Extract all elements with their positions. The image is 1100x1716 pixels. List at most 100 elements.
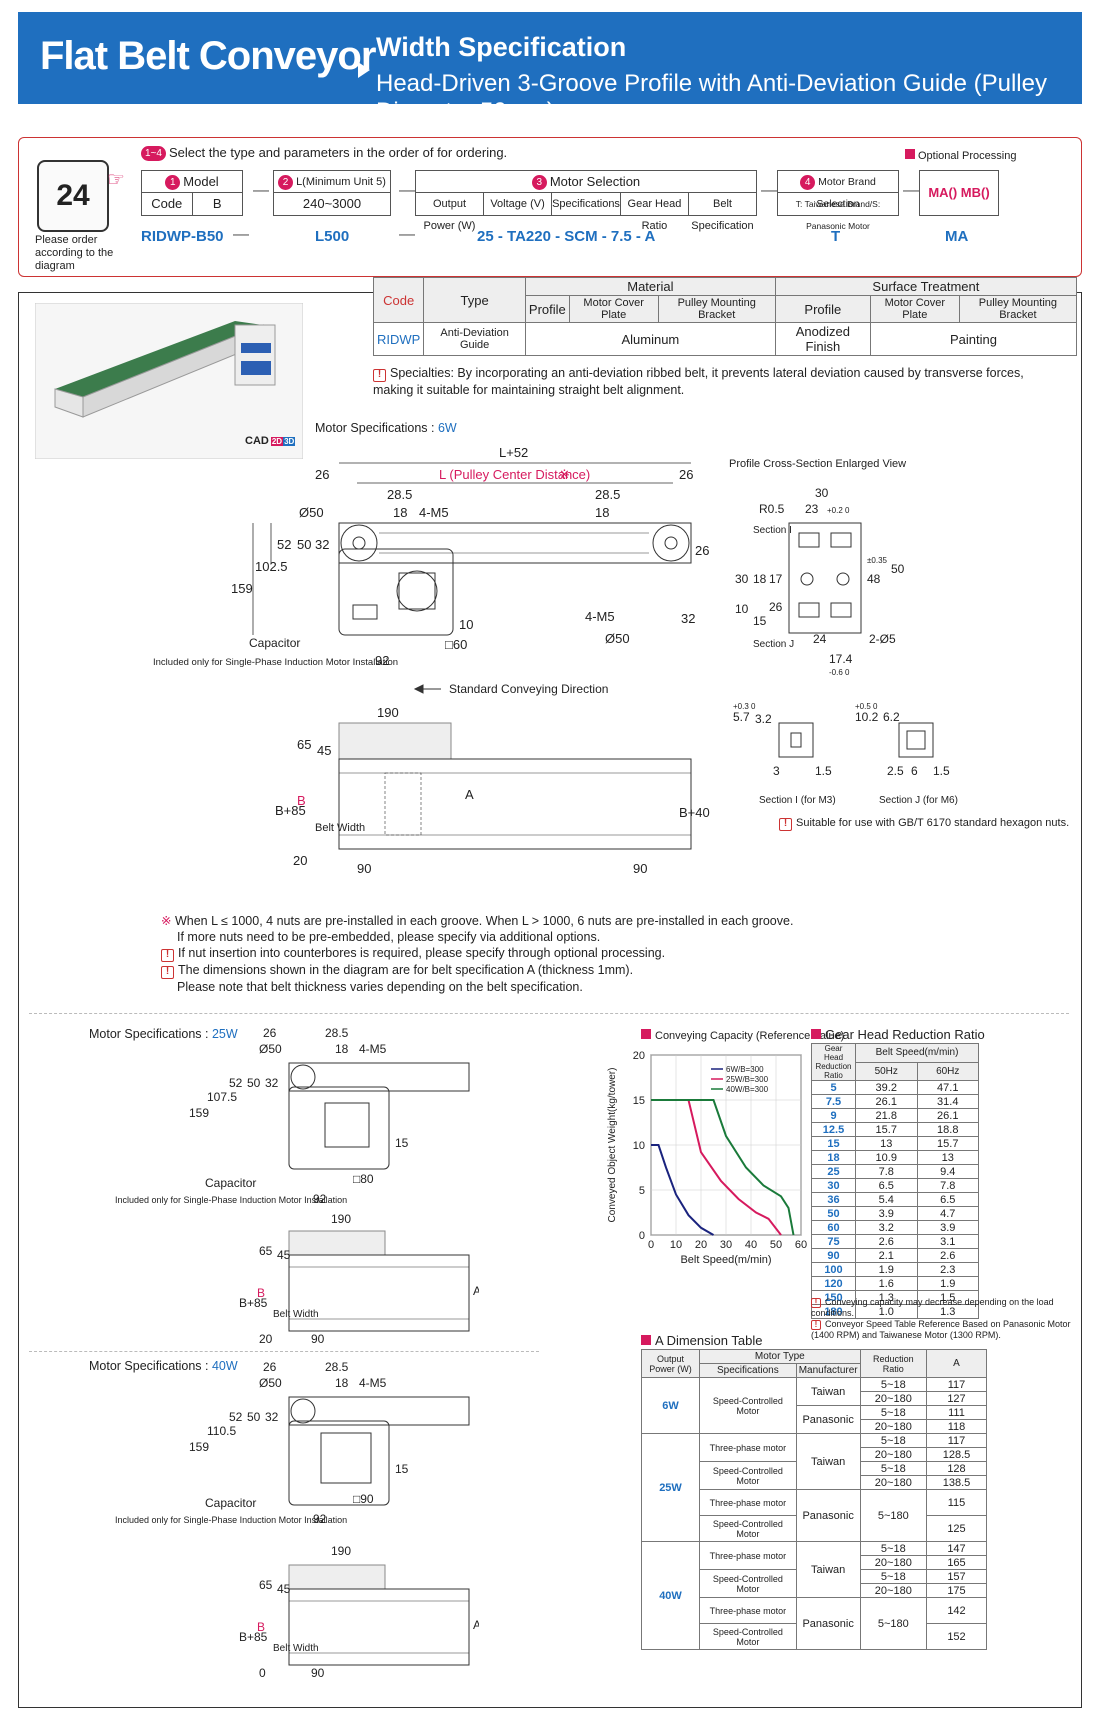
adim-h-a: A (926, 1349, 987, 1378)
d25-32: 32 (265, 1076, 279, 1090)
capacitor-note: Included only for Single-Phase Induction… (153, 657, 398, 668)
d40-159: 159 (189, 1440, 209, 1454)
gear-cell-hz50: 1.9 (855, 1262, 918, 1277)
adim-h-spec: Specifications (699, 1363, 797, 1378)
dim-b85: B+85 (275, 803, 306, 818)
adim-6w-r1: 5~18 (859, 1377, 928, 1392)
d25-28-5: 28.5 (325, 1026, 349, 1040)
adim-6w-pan: Panasonic (795, 1405, 861, 1434)
gear-cell-hz50: 13 (855, 1136, 918, 1151)
gear-cell-ratio: 36 (811, 1192, 856, 1207)
gear-cell-hz60: 13 (916, 1150, 979, 1165)
col-gear-ratio: Gear Head Ratio (621, 193, 689, 232)
optional-label: Optional Processing (918, 150, 1017, 162)
d25-phi50: Ø50 (259, 1042, 282, 1056)
dim-28-5-left: 28.5 (387, 487, 412, 502)
adim-40w-r3: 5~18 (859, 1569, 928, 1584)
adim-6w-a3: 111 (926, 1405, 987, 1420)
d25-65: 65 (259, 1244, 273, 1258)
phone-24-text: 24 (56, 179, 90, 212)
gear-note-2: !Conveyor Speed Table Reference Based on… (811, 1319, 1071, 1340)
adim-6w-r4: 20~180 (859, 1419, 928, 1434)
capacity-title-text: Conveying Capacity (Reference Value) (655, 1030, 845, 1042)
gear-cell-ratio: 50 (811, 1206, 856, 1221)
profile-10: 10 (735, 602, 749, 616)
dim-102-5: 102.5 (255, 559, 288, 574)
adim-25w-tpm1: Three-phase motor (699, 1433, 797, 1462)
gear-cell-hz60: 15.7 (916, 1136, 979, 1151)
adim-40w-r2: 20~180 (859, 1555, 928, 1570)
gear-cell-hz50: 1.0 (855, 1304, 918, 1319)
dim-phi50-top: Ø50 (299, 505, 324, 520)
note-2: !If nut insertion into counterbores is r… (161, 945, 861, 962)
adim-40w-tpm1: Three-phase motor (699, 1541, 797, 1570)
legend-entry: 40W/B=300 (726, 1085, 769, 1094)
nut-note: !Suitable for use with GB/T 6170 standar… (779, 815, 1069, 831)
gear-h2: Belt Speed(m/min) (855, 1043, 979, 1063)
profile-18: 18 (753, 572, 767, 586)
d25-20: 20 (259, 1332, 273, 1346)
model-code-label: Code (142, 193, 193, 215)
adim-25w-a1: 117 (926, 1433, 987, 1448)
d25-45: 45 (277, 1248, 291, 1262)
gear-cell-hz50: 5.4 (855, 1192, 918, 1207)
gear-cell-hz60: 9.4 (916, 1164, 979, 1179)
y-tick-label: 20 (633, 1050, 645, 1062)
gear-cell-hz60: 26.1 (916, 1108, 979, 1123)
d25-18: 18 (335, 1042, 349, 1056)
gear-cell-hz60: 3.1 (916, 1234, 979, 1249)
gear-cell-hz60: 31.4 (916, 1094, 979, 1109)
adim-40w-a3: 157 (926, 1569, 987, 1584)
dim-159: 159 (231, 581, 253, 596)
y-tick-label: 5 (639, 1185, 645, 1197)
d40-52: 52 (229, 1410, 243, 1424)
adim-6w-r3: 5~18 (859, 1405, 928, 1420)
gear-cell-hz60: 4.7 (916, 1206, 979, 1221)
spec25-power: 25W (211, 1027, 238, 1041)
note-3b: Please note that belt thickness varies d… (177, 980, 583, 994)
gear-cell-hz50: 26.1 (855, 1094, 918, 1109)
d40-phi50: Ø50 (259, 1376, 282, 1390)
optional-box: MA() MB() (919, 170, 999, 216)
gear-cell-ratio: 9 (811, 1108, 856, 1123)
adim-25w-pan: Panasonic (795, 1489, 861, 1542)
gear-cell-ratio: 120 (811, 1276, 856, 1291)
gear-cell-hz50: 7.8 (855, 1164, 918, 1179)
sec-j-label: Section J (for M6) (879, 795, 958, 806)
d40-capacitor: Capacitor (205, 1496, 256, 1510)
th-code: Code (372, 277, 425, 323)
adim-title-text: A Dimension Table (655, 1333, 763, 1348)
profile-tol17: -0.6 0 (829, 668, 850, 677)
gear-notes: !Conveying capacity may decrease dependi… (811, 1297, 1071, 1341)
x-tick-label: 60 (795, 1239, 807, 1251)
sec-i-tol57: +0.3 0 (733, 702, 756, 711)
dim-90-right: 90 (633, 861, 647, 876)
dim-26-vert: 26 (695, 543, 709, 558)
brand-desc: T: Taiwanese Brand/S: Panasonic Motor (795, 199, 881, 231)
d25-m5: 4-M5 (359, 1042, 387, 1056)
adim-6w-a2: 127 (926, 1391, 987, 1406)
col-voltage: Voltage (V) (484, 193, 553, 215)
profile-50: 50 (891, 562, 905, 576)
dim-52: 52 (277, 537, 291, 552)
series-line-2 (651, 1099, 795, 1236)
adim-6w-a1: 117 (926, 1377, 987, 1392)
adim-40w-scm2: Speed-Controlled Motor (699, 1623, 797, 1650)
adim-6w-a4: 118 (926, 1419, 987, 1434)
th-surface: Surface Treatment (774, 277, 1078, 296)
y-tick-label: 10 (633, 1140, 645, 1152)
d40-26: 26 (263, 1360, 277, 1374)
d40-92: 92 (313, 1512, 327, 1526)
adim-40w-scm1: Speed-Controlled Motor (699, 1569, 797, 1598)
spec6-label: Motor Specifications : 6W (315, 421, 457, 435)
